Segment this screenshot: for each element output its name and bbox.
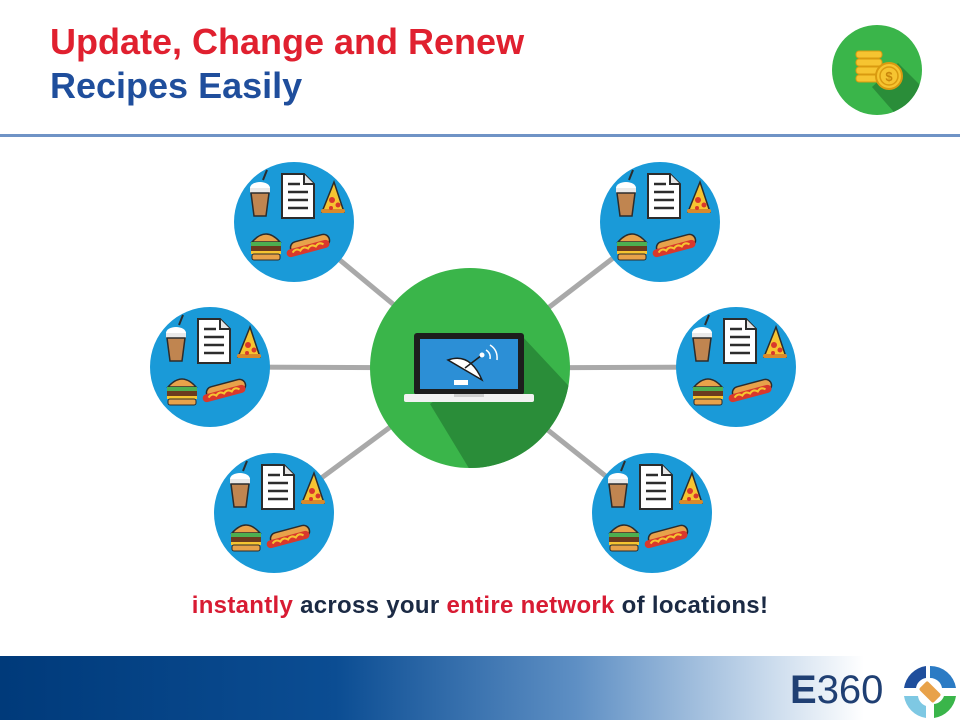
tagline-across: across your	[293, 592, 447, 619]
food-node-bottom-right	[590, 451, 714, 575]
food-node-middle-right	[674, 305, 798, 429]
laptop-satellite-dish-icon	[370, 268, 570, 468]
tagline-of-locations: of locations!	[614, 592, 769, 619]
tagline-instantly: instantly	[191, 592, 294, 619]
title-divider	[0, 134, 960, 137]
svg-text:$: $	[885, 69, 893, 84]
food-node-top-left	[232, 160, 356, 284]
food-node-middle-left	[148, 305, 272, 429]
brand-wordmark: E360	[790, 668, 883, 712]
tagline: instantly across your entire network of …	[0, 592, 960, 620]
e360-logo-icon	[902, 664, 958, 720]
tagline-entire-network: entire network	[446, 592, 615, 619]
footer-bar	[0, 656, 960, 720]
food-node-bottom-left	[212, 451, 336, 575]
food-node-top-right	[598, 160, 722, 284]
slide-title: Update, Change and Renew Recipes Easily	[50, 20, 524, 108]
title-line-2: Recipes Easily	[50, 65, 303, 106]
brand-letter: E	[790, 668, 817, 712]
coins-dollar-icon: $	[832, 25, 922, 115]
title-line-1: Update, Change and Renew	[50, 21, 525, 62]
brand-number: 360	[816, 668, 884, 712]
